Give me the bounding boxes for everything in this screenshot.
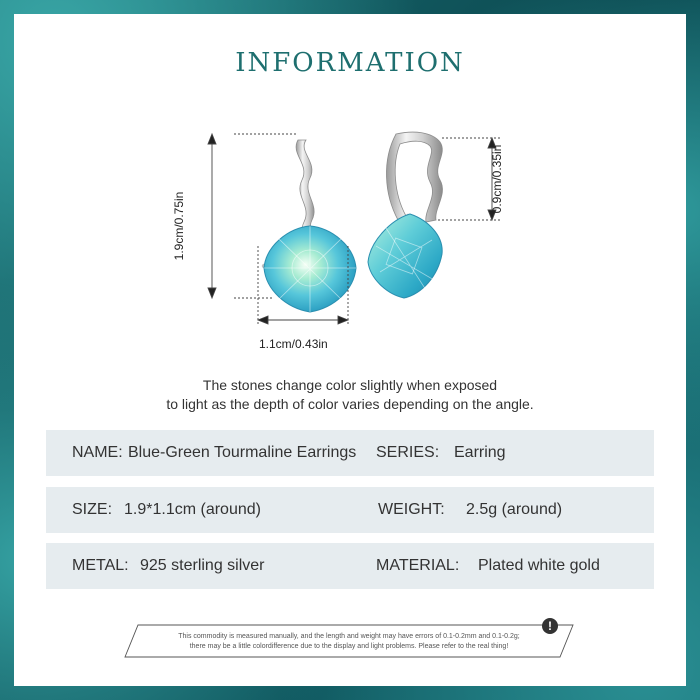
width-dimension-label: 1.1cm/0.43in [259, 337, 328, 351]
description: The stones change color slightly when ex… [14, 376, 686, 414]
right-gem [367, 213, 443, 299]
spec-label: MATERIAL: [376, 557, 460, 574]
height-dimension-label: 1.9cm/0.75in [172, 191, 186, 261]
hoop-dimension-label: 0.9cm/0.35in [490, 144, 504, 214]
notice-frame [124, 624, 574, 658]
information-card: INFORMATION [14, 14, 686, 686]
spec-value: 1.9*1.1cm (around) [124, 501, 261, 518]
spec-value: Earring [454, 444, 506, 461]
notice-line-2: there may be a little colordifference du… [189, 643, 509, 650]
spec-label: NAME: [72, 444, 123, 461]
spec-label: METAL: [72, 557, 129, 574]
spec-value: 925 sterling silver [140, 557, 265, 574]
spec-value: Blue-Green Tourmaline Earrings [128, 444, 357, 461]
spec-row-name: NAME: Blue-Green Tourmaline Earrings SER… [46, 430, 654, 476]
spec-value: 2.5g (around) [466, 501, 563, 518]
notice-text: This commodity is measured manually, and… [124, 632, 574, 652]
notice-line-1: This commodity is measured manually, and… [178, 633, 520, 640]
page-title: INFORMATION [235, 48, 465, 78]
left-earring [261, 139, 357, 313]
description-line-2: to light as the depth of color varies de… [166, 396, 534, 412]
exclamation-icon: ! [542, 618, 558, 634]
spec-row-size: SIZE: 1.9*1.1cm (around) WEIGHT: 2.5g (a… [46, 487, 654, 533]
spec-label: SERIES: [376, 444, 440, 461]
spec-label: SIZE: [72, 501, 113, 518]
right-earring-hoop [386, 131, 443, 223]
spec-value: Plated white gold [478, 557, 600, 574]
spec-label: WEIGHT: [378, 501, 445, 518]
description-line-1: The stones change color slightly when ex… [202, 377, 498, 393]
left-dimension-lines [207, 132, 350, 326]
right-earring [367, 131, 443, 299]
right-dimension-lines [438, 136, 500, 222]
product-illustration [207, 131, 500, 326]
spec-row-metal: METAL: 925 sterling silver MATERIAL: Pla… [46, 543, 654, 589]
